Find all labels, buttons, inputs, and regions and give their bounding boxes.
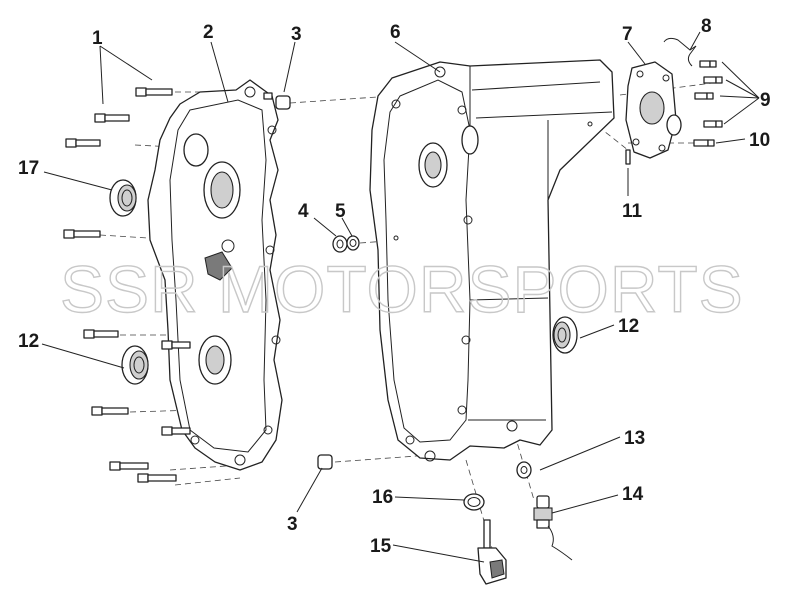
main-case-part-6 [369,59,615,462]
callout-4: 4 [298,201,309,222]
callout-10: 10 [749,130,770,151]
o-ring-part-16 [463,493,485,511]
sensor-part-14 [533,495,573,561]
oil-seal-part-17 [109,179,137,217]
callout-13: 13 [624,428,645,449]
dowel-pin-part-3-lower [317,454,333,470]
washer-part-13 [516,461,532,479]
bolt-part-10 [693,139,715,147]
small-cover-part-7 [625,61,682,159]
dowel-pin-part-3-upper [275,95,291,110]
callout-5: 5 [335,201,346,222]
left-cover-part-2 [147,79,283,471]
callout-8: 8 [701,16,712,37]
oil-seal-part-12-right [552,316,578,354]
callout-12-right: 12 [618,316,639,337]
clip-part-8 [663,37,697,67]
callout-14: 14 [622,484,644,505]
callout-2: 2 [203,22,214,43]
washer-part-5 [346,235,360,251]
plug-part-15 [477,519,507,585]
callout-15: 15 [370,536,392,557]
callout-12-left: 12 [18,331,39,352]
callout-1: 1 [92,28,103,49]
callout-16: 16 [372,487,393,508]
callout-3-upper: 3 [291,24,302,45]
pin-part-11 [625,149,631,165]
callout-7: 7 [622,24,633,45]
callout-17: 17 [18,158,39,179]
bolt-set-part-9 [694,60,723,128]
callout-9: 9 [760,90,771,111]
callout-11: 11 [622,201,643,222]
bolt-set-part-1 [63,87,273,483]
washer-part-4 [332,235,348,253]
callout-3-lower: 3 [287,514,298,535]
oil-seal-part-12-left [121,345,149,385]
watermark: SSR MOTORSPORTS [60,252,744,326]
leader-lines [41,31,760,563]
callout-6: 6 [390,22,401,43]
